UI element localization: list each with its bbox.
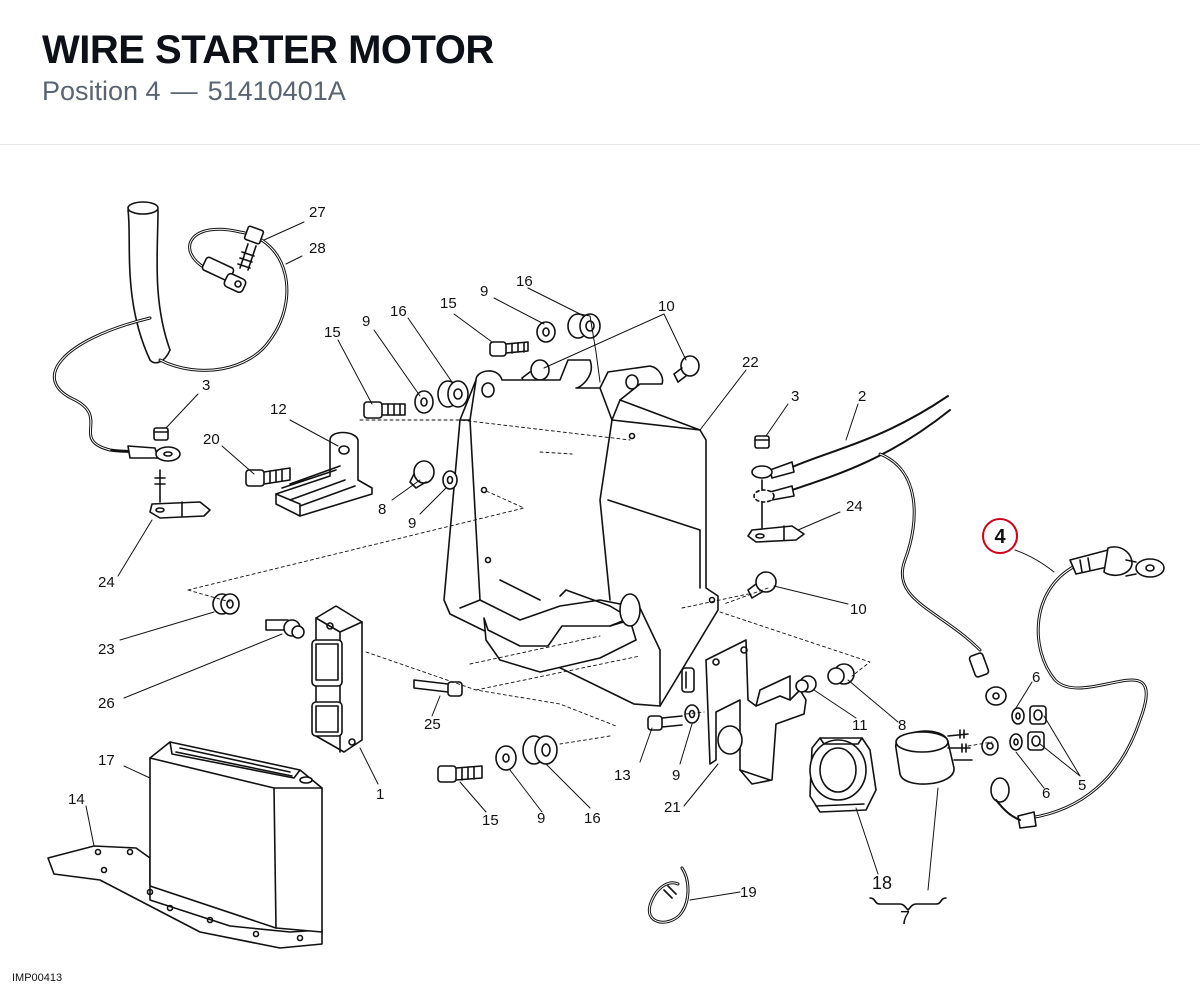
cable-clamp-19 (648, 866, 690, 924)
washer-9-upper (414, 390, 434, 414)
label-3-right: 3 (791, 388, 799, 405)
bracket-12 (275, 431, 373, 517)
bracket-24-right (747, 525, 805, 543)
label-13: 13 (614, 767, 631, 784)
label-6-lower: 6 (1042, 785, 1050, 802)
main-bracket-22 (443, 359, 719, 707)
label-22: 22 (742, 354, 759, 371)
bolt-15-top (489, 341, 529, 357)
label-17: 17 (98, 752, 115, 769)
callout-label-4: 4 (994, 526, 1006, 548)
label-9-lower-right: 9 (672, 767, 680, 784)
label-25: 25 (424, 716, 441, 733)
label-26: 26 (98, 695, 115, 712)
bolt-13 (647, 715, 683, 731)
label-11: 11 (852, 717, 868, 734)
label-10-right: 10 (850, 601, 867, 618)
label-21: 21 (664, 799, 681, 816)
label-1: 1 (376, 786, 384, 803)
label-3-left: 3 (202, 377, 210, 394)
grommet-16-top (567, 313, 601, 339)
bolt-15-upper (363, 401, 406, 419)
label-15-lower: 15 (482, 812, 499, 829)
page-subtitle: Position 4 — 51410401A (42, 76, 346, 107)
bolt-25 (413, 679, 463, 697)
bracket-24-left (149, 501, 211, 519)
part-number: 51410401A (207, 76, 346, 106)
label-5: 5 (1078, 777, 1086, 794)
label-6-upper: 6 (1032, 669, 1040, 686)
position-label: Position 4 (42, 76, 161, 106)
label-9-lower: 9 (537, 810, 545, 827)
spacer-8-right (827, 663, 855, 685)
label-16-top: 16 (516, 273, 533, 290)
label-7: 7 (900, 908, 910, 928)
label-28: 28 (309, 240, 326, 257)
label-14: 14 (68, 791, 85, 808)
projection-lines (187, 419, 993, 747)
label-18: 18 (872, 873, 892, 893)
page-title: WIRE STARTER MOTOR (42, 28, 494, 72)
label-9-upper: 9 (362, 313, 370, 330)
spacer-10-right (747, 571, 777, 599)
solenoid-body (895, 729, 973, 785)
grommet-16-upper (437, 380, 469, 408)
drawing-code: IMP00413 (12, 972, 63, 984)
label-10-top: 10 (658, 298, 675, 315)
bolt-27 (237, 225, 265, 271)
label-19: 19 (740, 884, 757, 901)
grommet-23 (212, 593, 240, 615)
starter-cable-2 (751, 395, 1007, 706)
bolt-15-lower (437, 765, 483, 783)
label-24-left: 24 (98, 574, 115, 591)
spacer-11 (795, 675, 817, 693)
label-12: 12 (270, 401, 287, 418)
part-number-labels: 27 28 3 20 24 12 15 9 16 15 9 16 10 22 8… (68, 204, 1086, 928)
label-24-right: 24 (846, 498, 863, 515)
starter-wire-4 (981, 546, 1165, 829)
header: WIRE STARTER MOTOR Position 4 — 51410401A (0, 0, 1200, 145)
rubber-boot-18 (809, 737, 877, 813)
label-16-upper: 16 (390, 303, 407, 320)
spacer-8-middle (409, 460, 435, 489)
grommet-16-lower (522, 735, 558, 765)
washer-9-lower (495, 745, 517, 771)
battery-17 (149, 741, 323, 933)
leader-lines (85, 221, 1081, 911)
ground-wire-28 (52, 227, 289, 453)
control-unit-1 (311, 605, 363, 753)
label-16-lower: 16 (584, 810, 601, 827)
label-15-top: 15 (440, 295, 457, 312)
label-8-middle: 8 (378, 501, 386, 518)
thick-cable-top-left (127, 201, 171, 364)
washer-9-lower-right (684, 704, 700, 724)
label-15-upper: 15 (324, 324, 341, 341)
washers-6-nuts-5 (1009, 705, 1047, 751)
label-27: 27 (309, 204, 326, 221)
label-20: 20 (203, 431, 220, 448)
callout-circle (982, 518, 1018, 554)
nut-3-right (754, 435, 770, 529)
spacer-26 (265, 619, 305, 639)
bolt-20 (245, 467, 291, 487)
label-9-top: 9 (480, 283, 488, 300)
separator: — (170, 76, 198, 106)
spacer-10-top-right (673, 355, 700, 383)
label-23: 23 (98, 641, 115, 658)
washer-9-top (536, 321, 556, 343)
bracket-21 (705, 639, 807, 785)
ring-terminal-left (127, 427, 181, 503)
label-2: 2 (858, 388, 866, 405)
label-9-middle: 9 (408, 515, 416, 532)
washer-9-middle (442, 470, 458, 490)
label-8-right: 8 (898, 717, 906, 734)
